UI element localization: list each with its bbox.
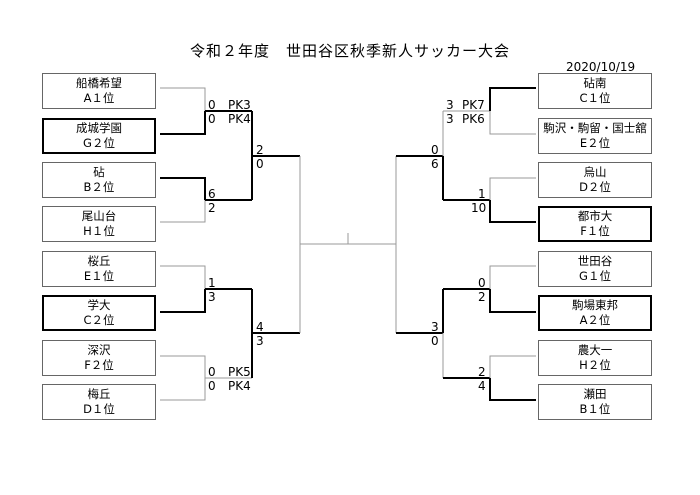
pk-l-r1-m1-top: PK3 bbox=[228, 98, 251, 112]
team-name: 砧南 bbox=[583, 76, 607, 90]
pk-l-r1-m4-bot: PK4 bbox=[228, 379, 251, 393]
team-right-5: 世田谷 G１位 bbox=[538, 251, 652, 287]
team-left-4: 尾山台 H１位 bbox=[42, 206, 156, 242]
team-name: 学大 bbox=[87, 298, 111, 312]
team-seed: E２位 bbox=[579, 136, 611, 150]
team-seed: E１位 bbox=[83, 269, 115, 283]
team-seed: F１位 bbox=[580, 224, 610, 238]
score-r-r1-m4-bot: 4 bbox=[478, 379, 486, 393]
line-r-r1-m2-top bbox=[489, 177, 536, 200]
pk-r-r1-m1-top: PK7 bbox=[462, 98, 485, 112]
score-l-r1-m3-top: 1 bbox=[208, 276, 216, 290]
line-l-r1-m1-bot bbox=[160, 111, 206, 135]
line-l-r1-m1-top bbox=[160, 87, 206, 111]
team-right-2: 駒沢・駒留・国士舘 E２位 bbox=[538, 118, 652, 154]
line-r-r1-m1-top bbox=[489, 87, 536, 111]
line-r-r1-m4-top bbox=[489, 355, 536, 378]
team-left-1: 船橋希望 A１位 bbox=[42, 73, 156, 109]
team-seed: B１位 bbox=[579, 402, 611, 416]
team-seed: G１位 bbox=[579, 269, 611, 283]
team-name: 梅丘 bbox=[87, 387, 111, 401]
line-r-r1-m3-top bbox=[489, 265, 536, 289]
score-l-r1-m2-bot: 2 bbox=[208, 201, 216, 215]
team-right-6: 駒場東邦 A２位 bbox=[538, 295, 652, 331]
team-name: 砧 bbox=[93, 165, 105, 179]
score-l-r1-m3-bot: 3 bbox=[208, 290, 216, 304]
score-l-r2-m1-top: 2 bbox=[256, 143, 264, 157]
team-seed: D２位 bbox=[579, 180, 611, 194]
team-seed: F２位 bbox=[84, 358, 114, 372]
score-r-r1-m1-bot: 3 bbox=[446, 112, 454, 126]
team-name: 駒沢・駒留・国士舘 bbox=[543, 121, 647, 135]
score-l-r1-m1-top: 0 bbox=[208, 98, 216, 112]
team-name: 駒場東邦 bbox=[572, 298, 618, 312]
team-name: 世田谷 bbox=[577, 254, 613, 268]
team-name: 農大一 bbox=[577, 343, 613, 357]
team-left-6: 学大 C２位 bbox=[42, 295, 156, 331]
team-name: 瀬田 bbox=[583, 387, 607, 401]
date-label: 2020/10/19 bbox=[566, 60, 636, 74]
line-l-r1-m3-bot bbox=[160, 289, 206, 313]
team-name: 桜丘 bbox=[87, 254, 111, 268]
team-seed: A１位 bbox=[83, 91, 115, 105]
line-r-r1-m2-bot bbox=[489, 200, 536, 223]
score-r-r1-m4-top: 2 bbox=[478, 365, 486, 379]
score-r-r1-m3-top: 0 bbox=[478, 276, 486, 290]
score-l-r1-m1-bot: 0 bbox=[208, 112, 216, 126]
team-name: 成城学園 bbox=[76, 121, 122, 135]
team-name: 尾山台 bbox=[81, 209, 117, 223]
team-seed: D１位 bbox=[83, 402, 115, 416]
score-r-r1-m2-bot: 10 bbox=[471, 201, 487, 215]
team-seed: H２位 bbox=[579, 358, 611, 372]
team-seed: H１位 bbox=[83, 224, 115, 238]
line-r-r1-m1-bot bbox=[489, 111, 536, 135]
team-left-2: 成城学園 G２位 bbox=[42, 118, 156, 154]
line-l-r1-m2-bot bbox=[160, 200, 206, 223]
team-right-8: 瀬田 B１位 bbox=[538, 384, 652, 420]
score-r-r1-m3-bot: 2 bbox=[478, 290, 486, 304]
score-r-r1-m2-top: 1 bbox=[478, 187, 486, 201]
team-right-4: 都市大 F１位 bbox=[538, 206, 652, 242]
team-right-7: 農大一 H２位 bbox=[538, 340, 652, 376]
team-seed: B２位 bbox=[83, 180, 115, 194]
line-l-r1-m4-top bbox=[160, 355, 206, 378]
score-l-r2-m2-top: 4 bbox=[256, 320, 264, 334]
score-l-r1-m2-top: 6 bbox=[208, 187, 216, 201]
score-l-r1-m4-top: 0 bbox=[208, 365, 216, 379]
score-r-r2-m2-bot: 0 bbox=[431, 334, 439, 348]
team-seed: C１位 bbox=[579, 91, 611, 105]
score-l-r2-m2-bot: 3 bbox=[256, 334, 264, 348]
team-left-8: 梅丘 D１位 bbox=[42, 384, 156, 420]
score-r-r2-m1-bot: 6 bbox=[431, 157, 439, 171]
team-seed: G２位 bbox=[83, 136, 115, 150]
team-left-7: 深沢 F２位 bbox=[42, 340, 156, 376]
team-right-1: 砧南 C１位 bbox=[538, 73, 652, 109]
team-name: 深沢 bbox=[87, 343, 111, 357]
team-name: 都市大 bbox=[577, 209, 613, 223]
score-r-r2-m2-top: 3 bbox=[431, 320, 439, 334]
pk-r-r1-m1-bot: PK6 bbox=[462, 112, 485, 126]
score-l-r1-m4-bot: 0 bbox=[208, 379, 216, 393]
pk-l-r1-m4-top: PK5 bbox=[228, 365, 251, 379]
score-r-r2-m1-top: 0 bbox=[431, 143, 439, 157]
line-l-r1-m4-bot bbox=[160, 378, 206, 401]
line-l-r1-m3-top bbox=[160, 265, 206, 289]
team-left-5: 桜丘 E１位 bbox=[42, 251, 156, 287]
page-title: 令和２年度 世田谷区秋季新人サッカー大会 bbox=[189, 42, 510, 60]
line-r-r1-m3-bot bbox=[489, 289, 536, 313]
team-left-3: 砧 B２位 bbox=[42, 162, 156, 198]
team-right-3: 烏山 D２位 bbox=[538, 162, 652, 198]
team-seed: A２位 bbox=[579, 313, 611, 327]
pk-l-r1-m1-bot: PK4 bbox=[228, 112, 251, 126]
line-r-r1-m4-bot bbox=[489, 378, 536, 401]
team-seed: C２位 bbox=[83, 313, 115, 327]
line-l-r1-m2-top bbox=[160, 177, 206, 200]
team-name: 烏山 bbox=[583, 165, 607, 179]
team-name: 船橋希望 bbox=[76, 76, 122, 90]
score-r-r1-m1-top: 3 bbox=[446, 98, 454, 112]
score-l-r2-m1-bot: 0 bbox=[256, 157, 264, 171]
